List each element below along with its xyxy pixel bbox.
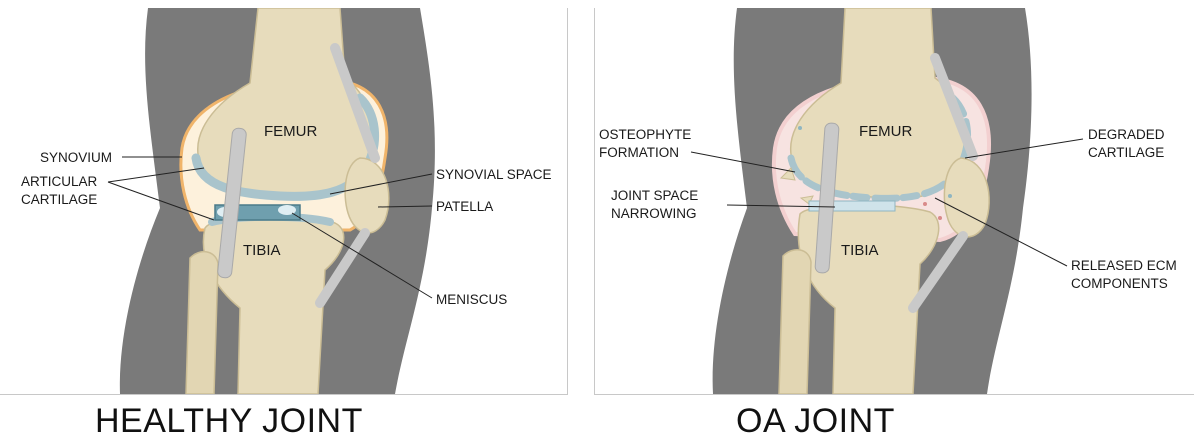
- articular-cartilage-label-line2: CARTILAGE: [21, 192, 97, 207]
- synovium-label: SYNOVIUM: [40, 150, 112, 165]
- synovial-space-label: SYNOVIAL SPACE: [436, 167, 552, 182]
- joint-space-label-line1: JOINT SPACE: [611, 188, 698, 203]
- degraded-cartilage-label-line1: DEGRADED: [1088, 127, 1165, 142]
- oa-joint-panel: FEMUR TIBIA OSTEOPHYTE FORMATION JOINT S…: [594, 8, 1194, 395]
- tibia-label: TIBIA: [841, 242, 879, 259]
- fibula-bone: [186, 252, 218, 394]
- healthy-joint-panel: FEMUR TIBIA SYNOVIUM ARTICULAR CARTILAGE…: [0, 8, 568, 395]
- tibia-label: TIBIA: [243, 242, 281, 259]
- healthy-joint-caption: HEALTHY JOINT: [95, 402, 363, 441]
- ecm-particle: [948, 194, 952, 198]
- ecm-particle: [938, 216, 942, 220]
- joint-space-label-line2: NARROWING: [611, 206, 697, 221]
- patella-label: PATELLA: [436, 199, 493, 214]
- ecm-particle: [798, 126, 802, 130]
- healthy-joint-illustration: FEMUR TIBIA SYNOVIUM ARTICULAR CARTILAGE…: [0, 8, 567, 394]
- femur-label: FEMUR: [264, 123, 317, 140]
- released-ecm-label-line1: RELEASED ECM: [1071, 258, 1177, 273]
- degraded-cartilage-label-line2: CARTILAGE: [1088, 145, 1164, 160]
- fibula-bone: [779, 250, 811, 394]
- oa-joint-illustration: FEMUR TIBIA OSTEOPHYTE FORMATION JOINT S…: [595, 8, 1194, 394]
- osteophyte-label-line2: FORMATION: [599, 145, 679, 160]
- ecm-particle: [923, 202, 927, 206]
- oa-joint-caption: OA JOINT: [736, 402, 895, 441]
- meniscus-label: MENISCUS: [436, 292, 507, 307]
- released-ecm-label-line2: COMPONENTS: [1071, 276, 1168, 291]
- femur-label: FEMUR: [859, 123, 912, 140]
- articular-cartilage-label-line1: ARTICULAR: [21, 174, 98, 189]
- osteophyte-label-line1: OSTEOPHYTE: [599, 127, 691, 142]
